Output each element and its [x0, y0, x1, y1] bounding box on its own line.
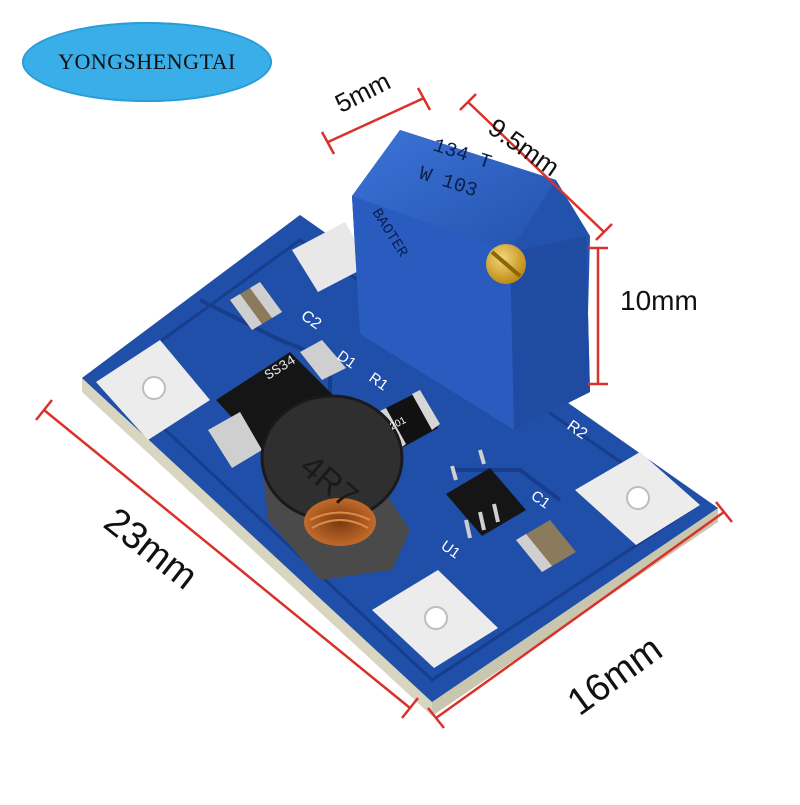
pad-hole-right	[626, 486, 650, 510]
capacitor-c2	[230, 282, 282, 330]
dimension-lines	[35, 87, 733, 729]
capacitor-c1	[516, 520, 576, 572]
potentiometer	[352, 130, 590, 430]
dimension-label-pot-height: 10mm	[620, 285, 698, 316]
inductor-4r7	[260, 394, 410, 580]
diode-d1	[208, 340, 346, 468]
pad-hole-bottom	[424, 606, 448, 630]
brand-name: YONGSHENGTAI	[58, 49, 236, 74]
pad-top-left	[292, 222, 370, 292]
ic-u1	[446, 449, 526, 539]
pad-hole-left	[142, 376, 166, 400]
brand-logo: YONGSHENGTAI	[22, 22, 272, 102]
pcb-side-right	[432, 508, 718, 716]
trace-b	[450, 468, 562, 502]
pcb-side-front	[82, 378, 432, 716]
